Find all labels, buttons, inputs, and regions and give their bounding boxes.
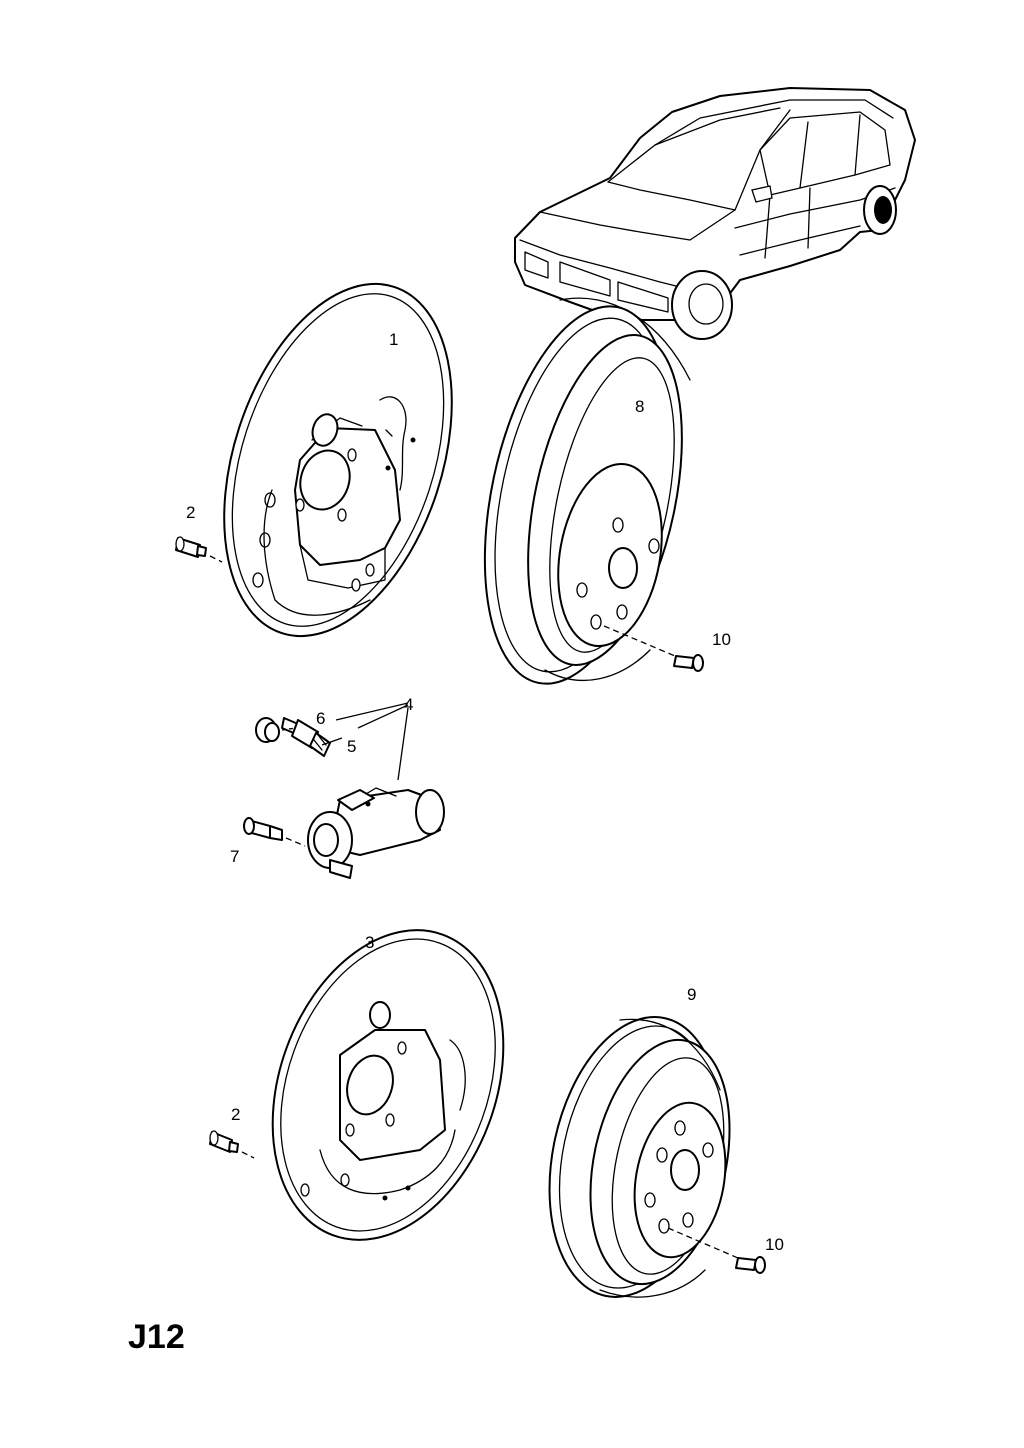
callout-8: 8 bbox=[635, 397, 644, 416]
drum-screw-upper bbox=[603, 625, 704, 672]
callout-6: 6 bbox=[316, 709, 325, 728]
callout-2-lower: 2 bbox=[231, 1105, 240, 1124]
drum-screw-lower bbox=[667, 1227, 766, 1274]
bleed-valve bbox=[281, 717, 331, 757]
brake-drum-upper bbox=[483, 297, 691, 685]
bleed-screw-lower bbox=[209, 1130, 255, 1159]
callout-7: 7 bbox=[230, 847, 239, 866]
callout-10-lower: 10 bbox=[765, 1235, 784, 1254]
callout-labels: 1 2 8 10 4 6 5 7 3 9 2 10 bbox=[186, 330, 784, 1254]
callout-5: 5 bbox=[347, 737, 356, 756]
brake-drum-lower bbox=[548, 1016, 731, 1298]
callout-4: 4 bbox=[404, 695, 413, 714]
callout-9: 9 bbox=[687, 985, 696, 1004]
vehicle-illustration bbox=[514, 87, 916, 340]
callout-10-upper: 10 bbox=[712, 630, 731, 649]
callout-3: 3 bbox=[365, 933, 374, 952]
sheet-code: J12 bbox=[128, 1318, 185, 1356]
backing-plate-upper bbox=[223, 282, 453, 638]
cylinder-bolt bbox=[243, 817, 306, 847]
callout-1: 1 bbox=[389, 330, 398, 349]
leader-lines bbox=[321, 702, 409, 781]
callout-2-upper: 2 bbox=[186, 503, 195, 522]
bleed-screw-upper bbox=[175, 536, 223, 563]
dust-cap bbox=[255, 717, 297, 743]
wheel-cylinder bbox=[307, 787, 445, 879]
backing-plate-lower bbox=[271, 929, 505, 1241]
